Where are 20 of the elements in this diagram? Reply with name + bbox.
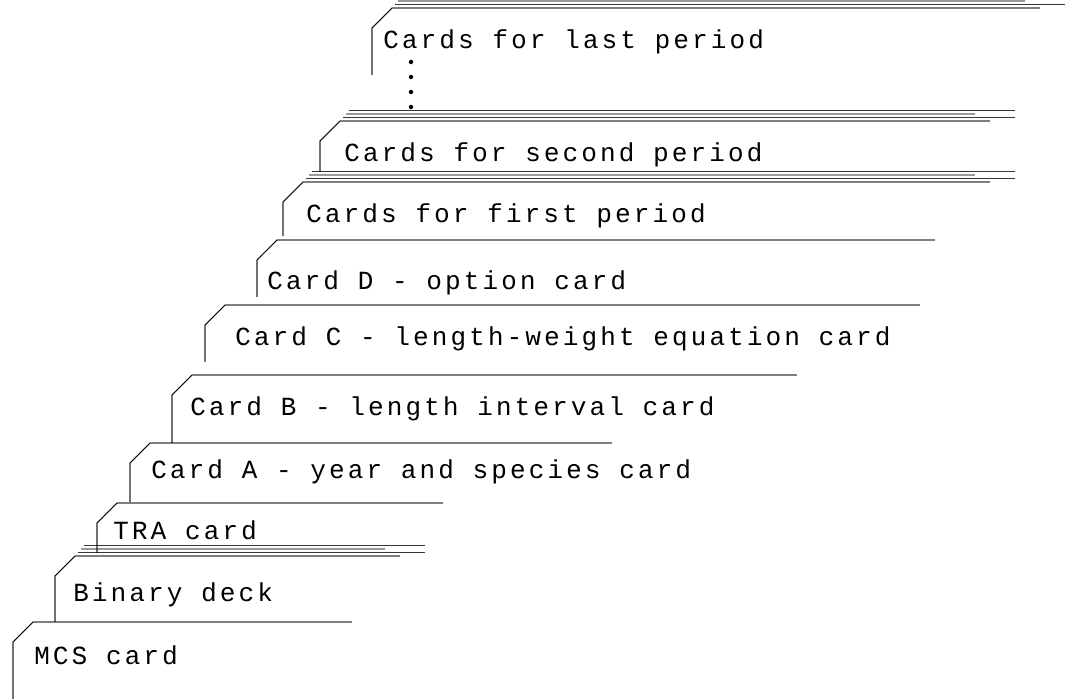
punched-card: Cards for second period [319,110,1016,173]
node-text: Card A - year and species card [152,459,689,484]
node-text: Cards for last period [384,29,762,54]
node-text: TRA card [114,520,255,540]
node-text: Card C - length-weight equation card [236,326,889,351]
node-text: Cards for first period [307,203,704,228]
node-text: MCS card [35,645,176,665]
node-text: Card D - option card [268,270,624,295]
punched-card: Card B - length interval card [171,374,798,444]
node-text: Binary deck [75,582,272,607]
punched-card: TRA card [96,502,444,554]
punched-card: Card C - length-weight equation card [204,304,921,363]
punched-card: Cards for first period [282,171,1016,237]
node-text: Cards for second period [345,142,760,167]
punched-card: Card D - option card [256,239,936,298]
punched-card: Cards for last period [371,0,1066,76]
punched-card: MCS card [12,621,353,699]
punched-card: Binary deck [54,545,426,623]
node-text: Card B - length interval card [191,396,713,421]
punched-card: Card A - year and species card [129,442,689,503]
